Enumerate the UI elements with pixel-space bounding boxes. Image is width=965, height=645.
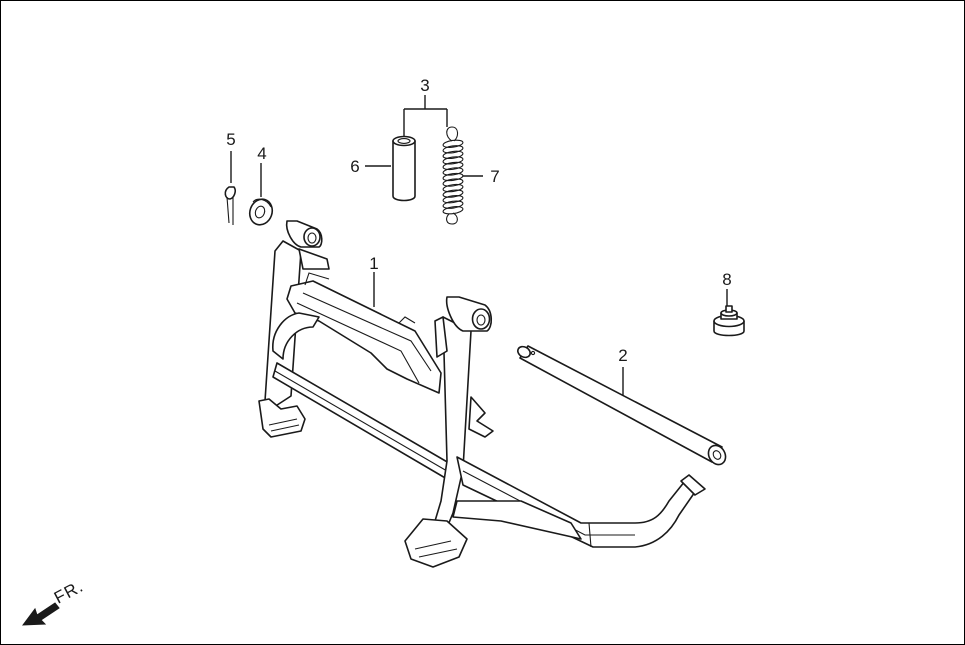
washer-part	[248, 198, 274, 226]
spring-coil	[442, 156, 464, 165]
collar-part	[392, 135, 416, 202]
callout-5: 5	[226, 130, 235, 149]
callout-8: 8	[722, 270, 731, 289]
cotter-pin-part	[224, 186, 237, 225]
spring-coil	[442, 145, 464, 154]
spring-coil	[442, 150, 464, 160]
spring-coil	[442, 167, 464, 176]
stand-shaft-part	[516, 345, 727, 466]
callout-4: 4	[257, 144, 266, 163]
spring-coil	[442, 161, 464, 171]
callout-6: 6	[350, 157, 359, 176]
spring-coil	[442, 200, 464, 209]
front-direction-label: FR.	[51, 576, 87, 607]
leader-bracket-3	[403, 95, 448, 136]
spring-coil	[442, 178, 464, 187]
spring-coil	[442, 194, 464, 204]
spring-coil	[442, 206, 464, 215]
spring-part	[442, 126, 464, 225]
callout-2: 2	[618, 346, 627, 365]
spring-coil	[442, 183, 464, 193]
spring-coil	[442, 189, 464, 198]
front-direction-arrow-icon	[21, 602, 60, 626]
callout-3: 3	[420, 76, 429, 95]
spring-coil	[442, 139, 464, 148]
spring-coil	[442, 172, 464, 182]
callout-1: 1	[369, 254, 378, 273]
callout-7: 7	[490, 167, 499, 186]
main-stand-part	[258, 220, 706, 568]
stopper-part	[713, 305, 745, 337]
